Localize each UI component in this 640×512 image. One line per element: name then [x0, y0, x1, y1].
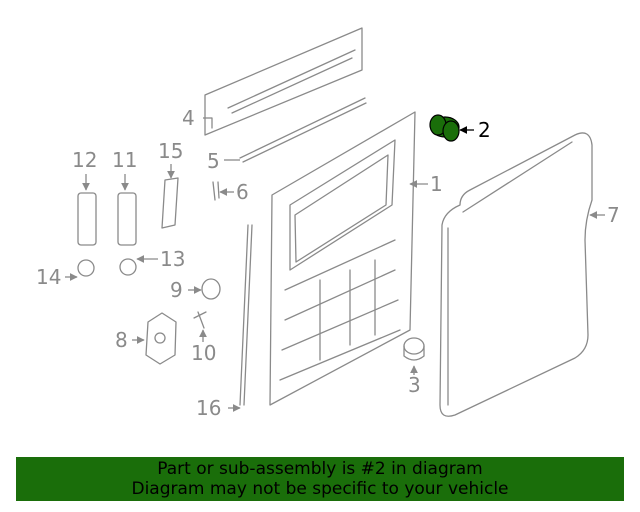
- part-16-strip: [239, 224, 253, 406]
- banner-line-part: Part or sub-assembly is #2 in diagram: [157, 459, 483, 479]
- callout-7: 7: [607, 203, 620, 227]
- part-3-bushing: [403, 337, 425, 361]
- callout-16: 16: [196, 396, 221, 420]
- part-10-screw: [193, 311, 207, 329]
- callout-4: 4: [182, 106, 195, 130]
- callout-9: 9: [170, 278, 183, 302]
- part-15-bracket: [161, 177, 179, 229]
- callout-13: 13: [160, 247, 185, 271]
- parts-diagram: 4 5 1 2 7 3 6 12 11 15 13 14 9 10 8 16: [36, 27, 620, 420]
- part-13-bolt: [119, 258, 137, 276]
- part-9-cap: [201, 278, 221, 300]
- callout-3: 3: [408, 373, 421, 397]
- callout-5: 5: [207, 149, 220, 173]
- part-5-strip: [239, 97, 367, 163]
- part-11-hinge: [117, 192, 137, 246]
- callout-1: 1: [430, 172, 443, 196]
- part-8-plate: [145, 312, 177, 365]
- callout-12: 12: [72, 148, 97, 172]
- callout-10: 10: [191, 341, 216, 365]
- callout-14: 14: [36, 265, 61, 289]
- part-14-bolt: [77, 259, 95, 277]
- callout-8: 8: [115, 328, 128, 352]
- callout-6: 6: [236, 180, 249, 204]
- banner-line-disclaimer: Diagram may not be specific to your vehi…: [131, 479, 509, 499]
- part-6-clip: [212, 181, 220, 201]
- callout-2: 2: [478, 118, 491, 142]
- part-4-window-glass: [204, 27, 363, 136]
- part-1-door-shell: [269, 111, 416, 406]
- callout-11: 11: [112, 148, 137, 172]
- part-2-bumper: [429, 114, 460, 142]
- callout-15: 15: [158, 139, 183, 163]
- part-7-seal: [439, 132, 593, 417]
- part-12-hinge: [77, 192, 97, 246]
- part-info-banner: Part or sub-assembly is #2 in diagram Di…: [16, 457, 624, 501]
